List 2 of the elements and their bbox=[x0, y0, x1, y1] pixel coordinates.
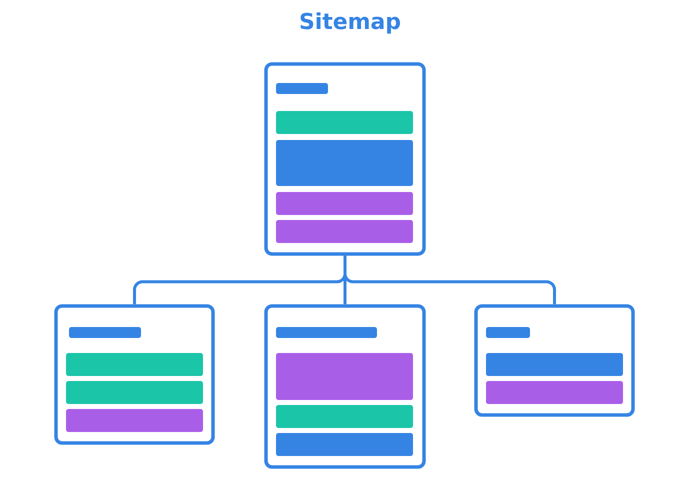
title: Sitemap bbox=[300, 12, 400, 34]
connector-line bbox=[344, 256, 556, 304]
